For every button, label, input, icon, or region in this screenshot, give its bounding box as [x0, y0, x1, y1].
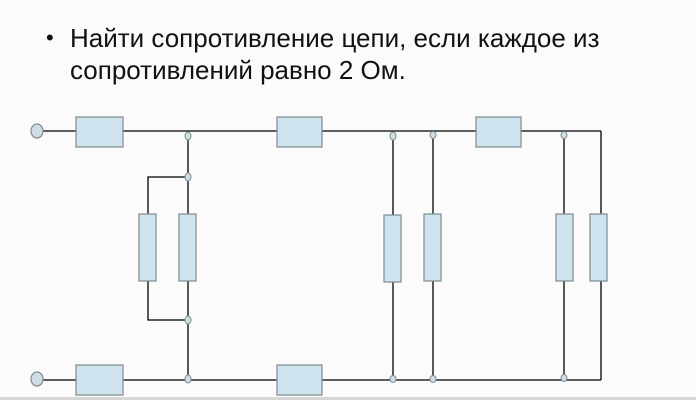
node: [429, 375, 437, 383]
resistor: [475, 116, 522, 148]
resistor: [423, 213, 442, 282]
node: [560, 131, 568, 139]
resistor: [276, 116, 323, 148]
task-text: Найти сопротивление цепи, если каждое из…: [70, 23, 600, 85]
node: [184, 172, 192, 182]
node: [184, 374, 192, 384]
wires: [43, 130, 602, 381]
node: [389, 131, 397, 141]
node: [184, 131, 192, 141]
node: [389, 375, 397, 383]
resistor: [75, 364, 124, 396]
resistor: [178, 213, 197, 282]
input-terminal-top: [30, 123, 44, 139]
slide-bottom-border: [0, 397, 696, 400]
node: [560, 374, 568, 382]
bullet: •: [46, 25, 54, 50]
resistor: [383, 214, 402, 283]
input-terminal-bottom: [30, 371, 44, 387]
resistor: [276, 364, 323, 396]
node: [184, 315, 192, 325]
resistor: [555, 213, 574, 282]
terminals: [30, 123, 44, 387]
resistor: [138, 213, 157, 282]
nodes: [184, 131, 568, 384]
resistors: [75, 116, 608, 396]
resistor: [589, 213, 608, 282]
resistor: [75, 116, 124, 148]
node: [429, 131, 437, 139]
